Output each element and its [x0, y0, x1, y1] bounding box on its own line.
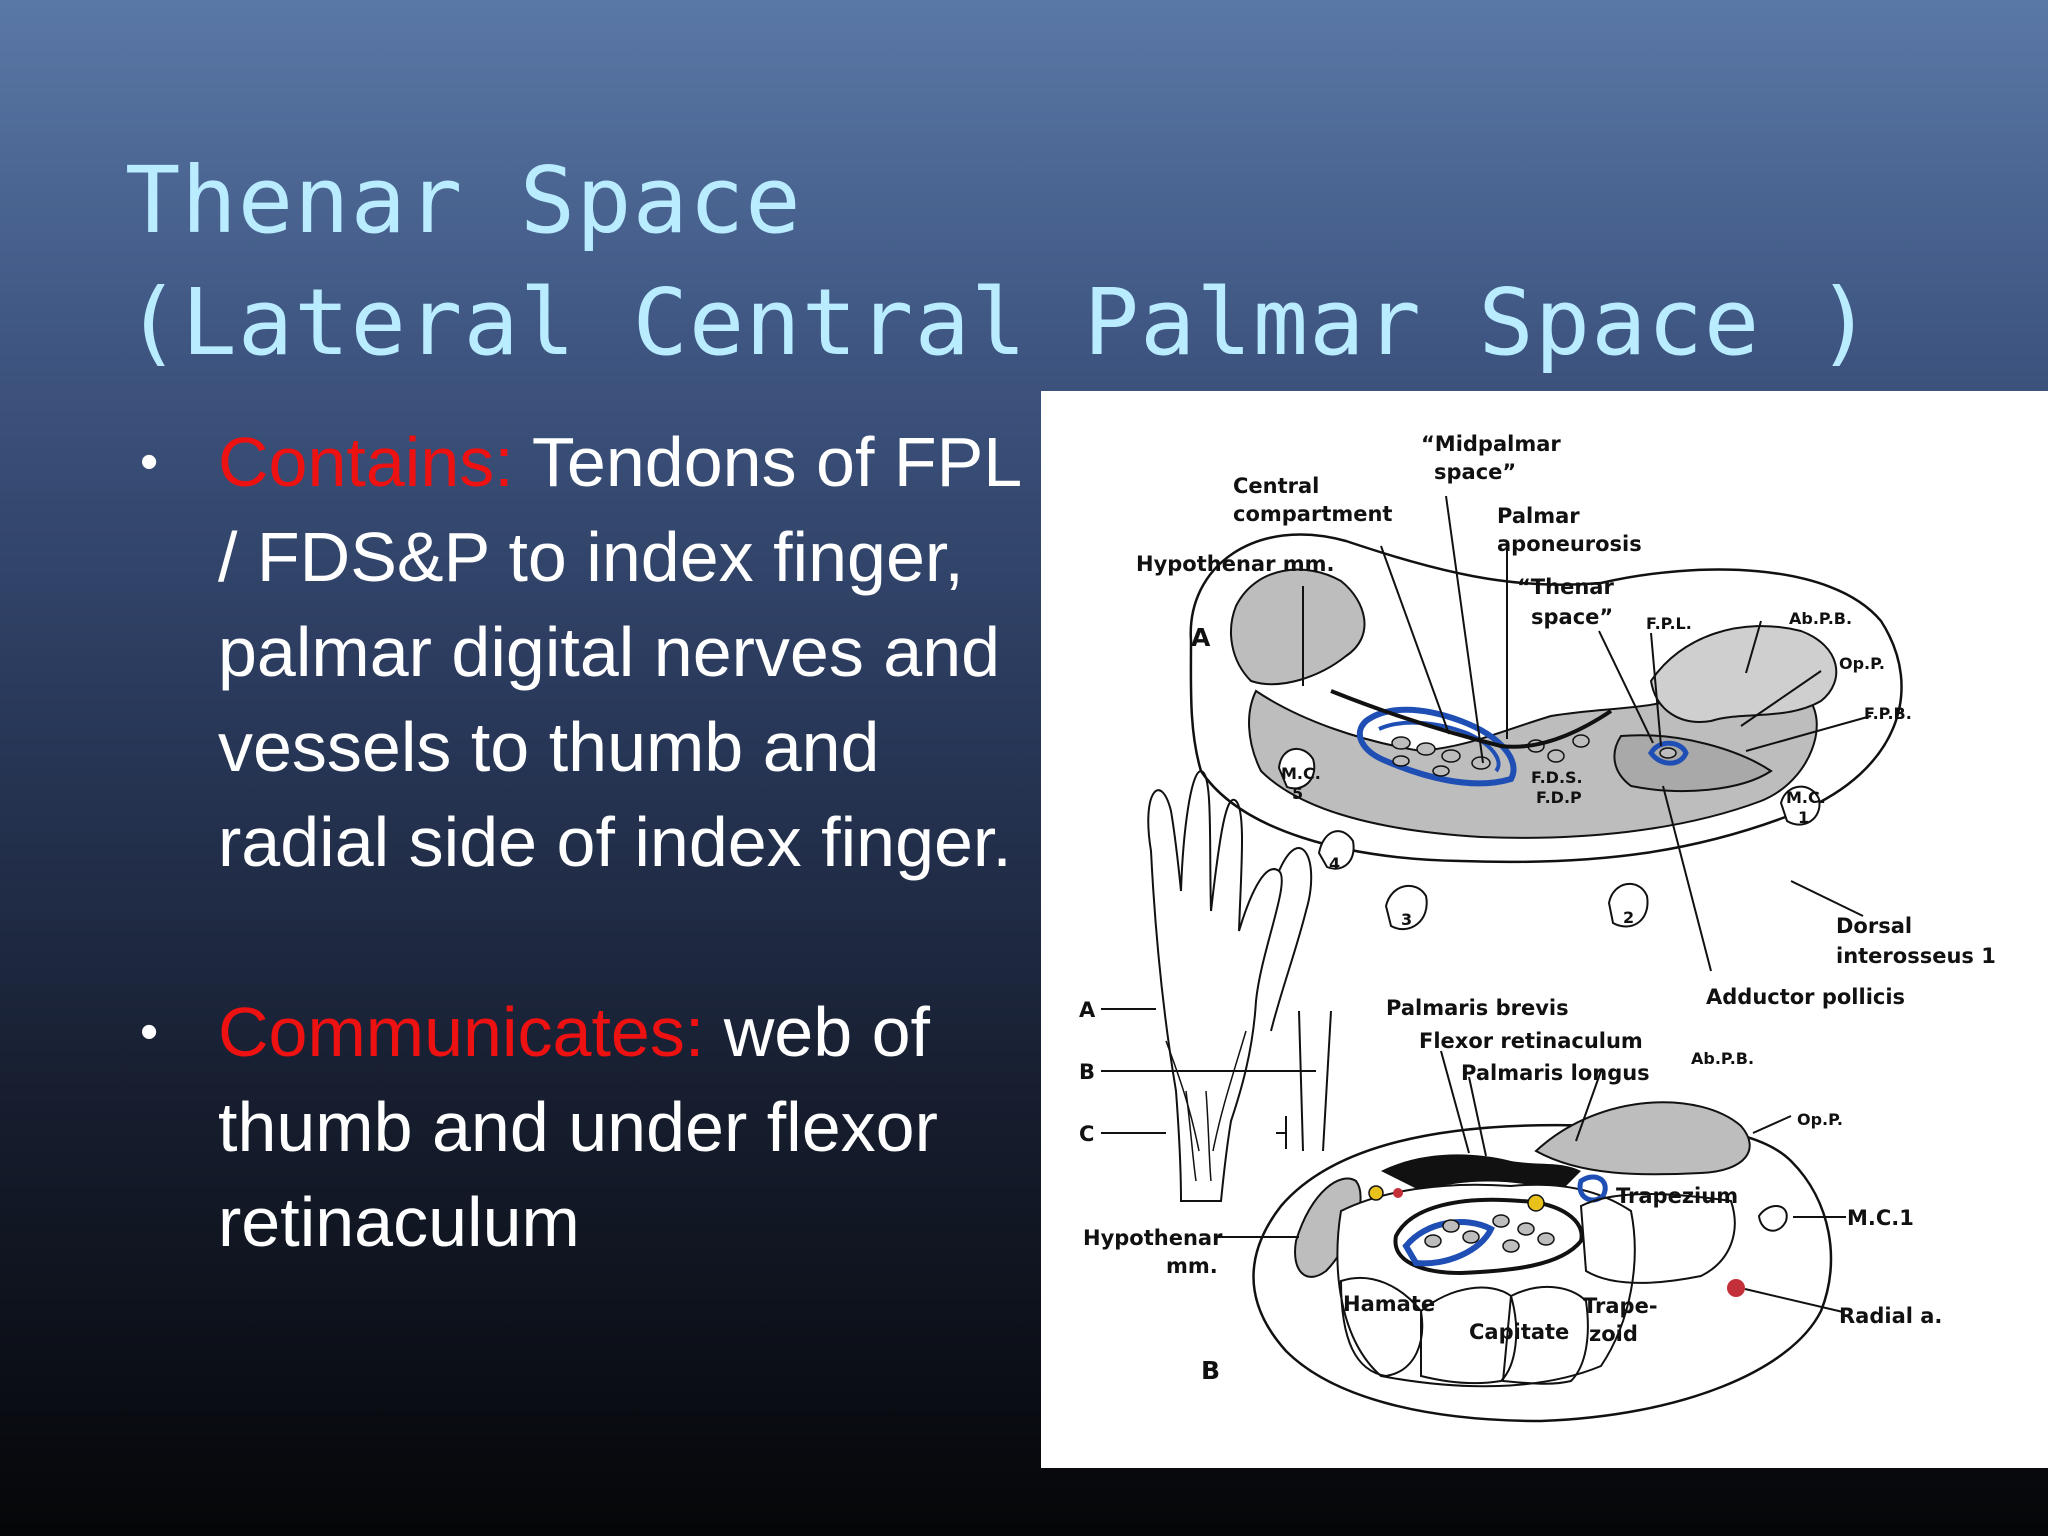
label-mc1-line2: 1 — [1798, 808, 1809, 827]
bullet-text: Tendons of FPL / FDS&P to index finger, … — [218, 423, 1020, 881]
section-b-diagram: Palmaris brevis Flexor retinaculum Palma… — [1083, 996, 1942, 1423]
title-line-2: (Lateral Central Palmar Space ) — [125, 269, 1874, 376]
label-metacarpal-3: 3 — [1401, 910, 1412, 929]
label-trapezoid-line2: zoid — [1589, 1322, 1638, 1346]
label-dorsal-interosseus-line2: interosseus 1 — [1836, 944, 1996, 968]
flexor-tendon-sheath-a — [1356, 706, 1517, 787]
radial-artery-b — [1727, 1279, 1745, 1297]
section-a-diagram: A “Midpalmar space” Central compartment … — [1136, 432, 1996, 1009]
label-radial-artery: Radial a. — [1839, 1304, 1942, 1328]
label-metacarpal-2: 2 — [1623, 908, 1634, 927]
label-midpalmar-line2: space” — [1434, 460, 1516, 484]
section-b-letter: B — [1201, 1356, 1220, 1385]
thenar-muscles-a — [1649, 625, 1838, 723]
trapezoid-bone — [1501, 1285, 1589, 1385]
title-line-1: Thenar Space — [125, 147, 802, 254]
label-capitate: Capitate — [1469, 1320, 1569, 1344]
label-hypothenar-b-line1: Hypothenar — [1083, 1226, 1223, 1250]
label-midpalmar-line1: “Midpalmar — [1421, 432, 1561, 456]
label-palmar-aponeurosis-line2: aponeurosis — [1497, 532, 1642, 556]
section-a-letter: A — [1191, 623, 1211, 652]
slide-title: Thenar Space (Lateral Central Palmar Spa… — [125, 140, 1873, 384]
hand-outline — [1147, 769, 1283, 1202]
ulnar-nerve-b — [1368, 1185, 1384, 1201]
label-hypothenar-b-line2: mm. — [1166, 1254, 1218, 1278]
label-hamate: Hamate — [1343, 1292, 1435, 1316]
label-adductor-pollicis: Adductor pollicis — [1706, 985, 1905, 1009]
label-fds: F.D.S. — [1531, 768, 1583, 787]
flexor-tendon-sheath-inner-a — [1378, 720, 1501, 773]
label-central-line2: compartment — [1233, 502, 1392, 526]
label-flexor-retinaculum: Flexor retinaculum — [1419, 1029, 1643, 1053]
label-fpb: F.P.B. — [1864, 704, 1912, 723]
metacarpal-1-b — [1757, 1205, 1788, 1232]
bullet-keyword: Contains: — [218, 423, 514, 501]
label-mc1-b: M.C.1 — [1847, 1206, 1914, 1230]
anatomy-figure: A “Midpalmar space” Central compartment … — [1041, 391, 2048, 1468]
label-dorsal-interosseus-line1: Dorsal — [1836, 914, 1912, 938]
label-mc1-line1: M.C. — [1786, 788, 1826, 807]
metacarpal-1 — [1779, 785, 1821, 826]
fpl-tendon-a — [1659, 747, 1677, 759]
flexor-tendons-b — [1424, 1214, 1555, 1253]
bullet-list: • Contains: Tendons of FPL / FDS&P to in… — [140, 415, 1020, 1270]
label-opp-a: Op.P. — [1839, 654, 1885, 673]
label-palmaris-brevis: Palmaris brevis — [1386, 996, 1569, 1020]
metacarpal-2 — [1607, 882, 1649, 928]
label-trapezium: Trapezium — [1616, 1184, 1738, 1208]
section-level-a: A — [1079, 998, 1096, 1022]
label-palmaris-longus: Palmaris longus — [1461, 1061, 1650, 1085]
bullet-dot-icon: • — [140, 1003, 159, 1061]
label-fpl: F.P.L. — [1646, 614, 1692, 633]
bullet-keyword: Communicates: — [218, 993, 705, 1071]
metacarpal-5 — [1277, 748, 1316, 790]
hypothenar-muscle-a — [1230, 568, 1366, 686]
hand-sketch: A B C — [1079, 769, 1316, 1202]
metacarpal-4 — [1317, 830, 1355, 870]
trapezium-bone — [1579, 1193, 1736, 1284]
label-mc5-line1: M.C. — [1281, 764, 1321, 783]
section-level-b: B — [1079, 1060, 1095, 1084]
label-metacarpal-4: 4 — [1329, 854, 1340, 873]
thenar-space-diagram: A “Midpalmar space” Central compartment … — [1079, 432, 1996, 1423]
label-opp-b: Op.P. — [1797, 1110, 1843, 1129]
bullet-dot-icon: • — [140, 433, 159, 491]
metacarpal-3 — [1384, 884, 1428, 931]
label-thenar-space-line2: space” — [1531, 605, 1613, 629]
label-thenar-space-line1: “Thenar — [1517, 575, 1614, 599]
capitate-bone — [1420, 1286, 1518, 1385]
fpl-sheath-b — [1577, 1174, 1608, 1203]
bullet-communicates: • Communicates: web of thumb and under f… — [140, 985, 1020, 1270]
median-nerve-b — [1527, 1194, 1545, 1212]
bullet-contains: • Contains: Tendons of FPL / FDS&P to in… — [140, 415, 1020, 890]
ulnar-artery-b — [1393, 1188, 1403, 1198]
label-abpb-b: Ab.P.B. — [1691, 1049, 1754, 1068]
thenar-muscles-b — [1534, 1101, 1751, 1176]
label-mc5-line2: 5 — [1292, 784, 1303, 803]
label-palmar-aponeurosis-line1: Palmar — [1497, 504, 1580, 528]
flexor-retinaculum-b — [1381, 1154, 1581, 1191]
label-abpb-a: Ab.P.B. — [1789, 609, 1852, 628]
ulnar-bursa-b — [1402, 1219, 1495, 1267]
label-central-line1: Central — [1233, 474, 1319, 498]
label-trapezoid-line1: Trape- — [1583, 1294, 1658, 1318]
section-level-c: C — [1079, 1122, 1094, 1146]
hamate-bone — [1339, 1276, 1424, 1378]
bullet-text: web of thumb and under flexor retinaculu… — [218, 993, 938, 1261]
label-fdp: F.D.P — [1536, 788, 1582, 807]
label-hypothenar-a: Hypothenar mm. — [1136, 552, 1335, 576]
palmar-aponeurosis-a — [1330, 689, 1613, 749]
